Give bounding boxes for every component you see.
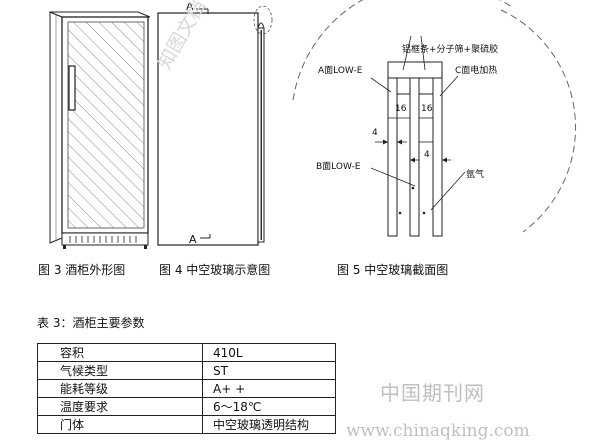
fig5-caption: 图 5 中空玻璃截面图 bbox=[337, 263, 449, 277]
fig5-face-c-label: C面电加热 bbox=[455, 66, 498, 76]
param-value: A+ + bbox=[202, 379, 336, 398]
param-name: 温度要求 bbox=[37, 397, 203, 416]
fig5-gas-label: 氩气 bbox=[466, 170, 485, 180]
url-watermark: www.chinaqking.com bbox=[346, 421, 530, 441]
param-name: 门体 bbox=[37, 415, 203, 434]
fig5-dim-4-right: 4 bbox=[424, 150, 430, 160]
param-name: 能耗等级 bbox=[37, 379, 203, 398]
table-row: 容积 410L bbox=[37, 343, 336, 362]
table-row: 能耗等级 A+ + bbox=[37, 379, 336, 398]
fig5-section-drawing bbox=[292, 0, 577, 237]
fig4-section-mark-top: A bbox=[186, 0, 194, 13]
fig5-spacer-label: 铝框条+分子筛+聚硫胶 bbox=[402, 45, 499, 55]
brand-watermark: 中国期刊网 bbox=[380, 381, 485, 405]
param-value: 410L bbox=[202, 343, 336, 362]
param-value: 6～18℃ bbox=[202, 397, 336, 416]
table-caption: 表 3：酒柜主要参数 bbox=[37, 316, 145, 330]
param-name: 气候类型 bbox=[37, 361, 203, 380]
fig4-glass-door-drawing bbox=[157, 5, 273, 246]
fig3-cabinet-drawing bbox=[49, 11, 151, 249]
table-row: 气候类型 ST bbox=[37, 361, 336, 380]
fig3-caption: 图 3 酒柜外形图 bbox=[38, 263, 126, 277]
fig5-face-b-label: B面LOW-E bbox=[316, 162, 361, 172]
fig4-caption: 图 4 中空玻璃示意图 bbox=[159, 263, 271, 277]
param-value: 中空玻璃透明结构 bbox=[202, 415, 336, 434]
fig5-dim-16-right: 16 bbox=[421, 104, 433, 114]
fig5-dim-16-left: 16 bbox=[395, 104, 407, 114]
fig5-face-a-label: A面LOW-E bbox=[318, 66, 363, 76]
table-row: 门体 中空玻璃透明结构 bbox=[37, 415, 336, 434]
fig4-section-mark-bottom: A bbox=[189, 233, 197, 246]
param-name: 容积 bbox=[37, 343, 203, 362]
fig5-dim-4-left: 4 bbox=[372, 128, 378, 138]
param-value: ST bbox=[202, 361, 336, 380]
parameters-table: 容积 410L 气候类型 ST 能耗等级 A+ + 温度要求 6～18℃ 门体 … bbox=[37, 343, 336, 434]
table-row: 温度要求 6～18℃ bbox=[37, 397, 336, 416]
